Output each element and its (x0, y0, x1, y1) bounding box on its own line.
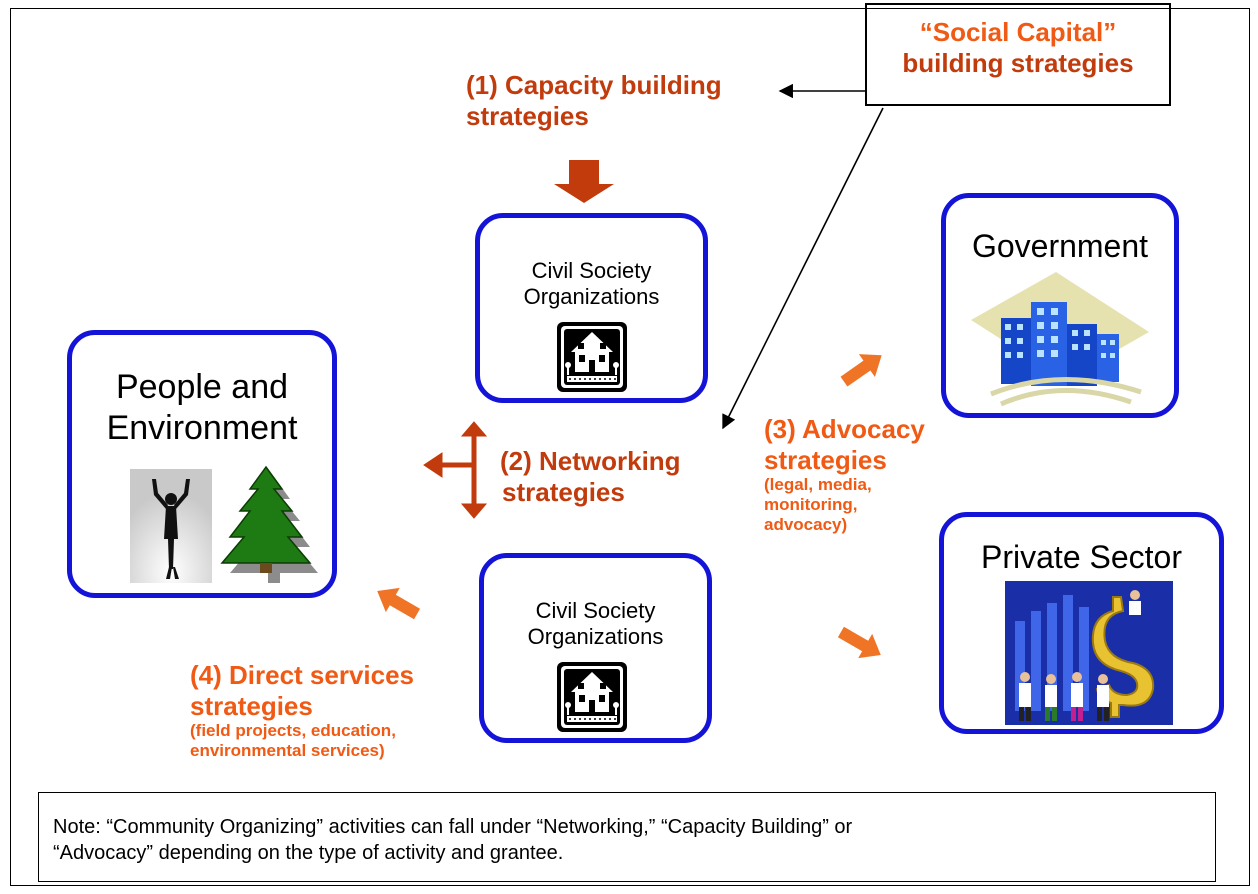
networking-line1: (2) Networking (500, 446, 681, 476)
cso-top-line1: Civil Society (531, 258, 652, 283)
arrow-social-to-networking (722, 107, 884, 430)
cso-box-bottom: Civil Society Organizations (479, 553, 712, 743)
people-line2: Environment (106, 409, 298, 448)
arrow-networking-cross (423, 421, 488, 519)
capacity-building-label: (1) Capacity building strategies (466, 70, 722, 131)
cso-bottom-line2: Organizations (527, 624, 664, 650)
note-box: Note: “Community Organizing” activities … (38, 792, 1216, 882)
capacity-building-line1: (1) Capacity building (466, 70, 722, 100)
cso-box-top: Civil Society Organizations (475, 213, 708, 403)
note-line2: “Advocacy” depending on the type of acti… (53, 842, 564, 864)
diagram-frame (10, 8, 1250, 886)
advocacy-label: (3) Advocacy strategies (legal, media, m… (764, 414, 925, 535)
arrow-to-private-sector (837, 626, 881, 659)
arrow-capacity-down (554, 160, 614, 203)
direct-services-label: (4) Direct services strategies (field pr… (190, 660, 414, 761)
direct-line2: strategies (190, 690, 313, 721)
arrow-to-government (840, 354, 882, 387)
government-title: Government (971, 228, 1149, 264)
business-people-dollar-icon (1005, 581, 1173, 725)
social-capital-line2: building strategies (902, 47, 1134, 78)
networking-line2: strategies (502, 476, 625, 507)
office-buildings-icon (971, 272, 1149, 407)
government-box: Government (941, 193, 1179, 418)
note-line1: Note: “Community Organizing” activities … (53, 816, 853, 838)
house-icon (557, 322, 627, 392)
people-line1: People and (115, 368, 289, 406)
private-sector-box: Private Sector (939, 512, 1224, 734)
advocacy-sub2: monitoring, (764, 495, 858, 515)
social-capital-box: “Social Capital” building strategies (865, 3, 1171, 106)
social-capital-line1: “Social Capital” (919, 17, 1117, 47)
pine-tree-icon (220, 465, 318, 583)
advocacy-line1: (3) Advocacy (764, 414, 925, 444)
private-sector-title: Private Sector (981, 539, 1182, 575)
networking-label: (2) Networking strategies (500, 446, 681, 507)
cso-top-line2: Organizations (523, 284, 660, 310)
cso-bottom-line1: Civil Society (535, 598, 656, 623)
direct-sub1: (field projects, education, (190, 721, 396, 741)
capacity-building-line2: strategies (466, 100, 589, 131)
direct-line1: (4) Direct services (190, 660, 415, 690)
people-environment-box: People and Environment (67, 330, 337, 598)
direct-sub2: environmental services) (190, 741, 385, 761)
advocacy-sub3: advocacy) (764, 515, 848, 535)
arrow-to-people (377, 587, 421, 620)
house-icon (557, 662, 627, 732)
advocacy-line2: strategies (764, 444, 887, 475)
advocacy-sub1: (legal, media, (764, 475, 872, 495)
person-silhouette-icon (130, 469, 212, 583)
